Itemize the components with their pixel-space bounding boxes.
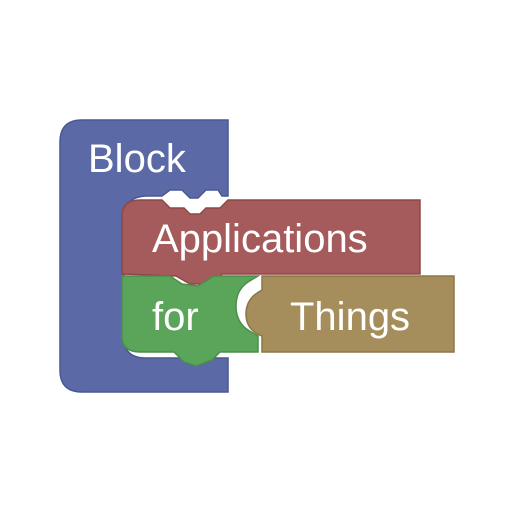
things-label: Things (290, 295, 410, 339)
applications-label: Applications (152, 217, 368, 261)
things-block: Things (245, 275, 455, 353)
applications-block: Applications (121, 199, 421, 285)
block-label: Block (88, 137, 187, 181)
for-label: for (152, 295, 199, 339)
for-block: for (121, 275, 261, 367)
block-statement-shape: Block (59, 119, 229, 393)
